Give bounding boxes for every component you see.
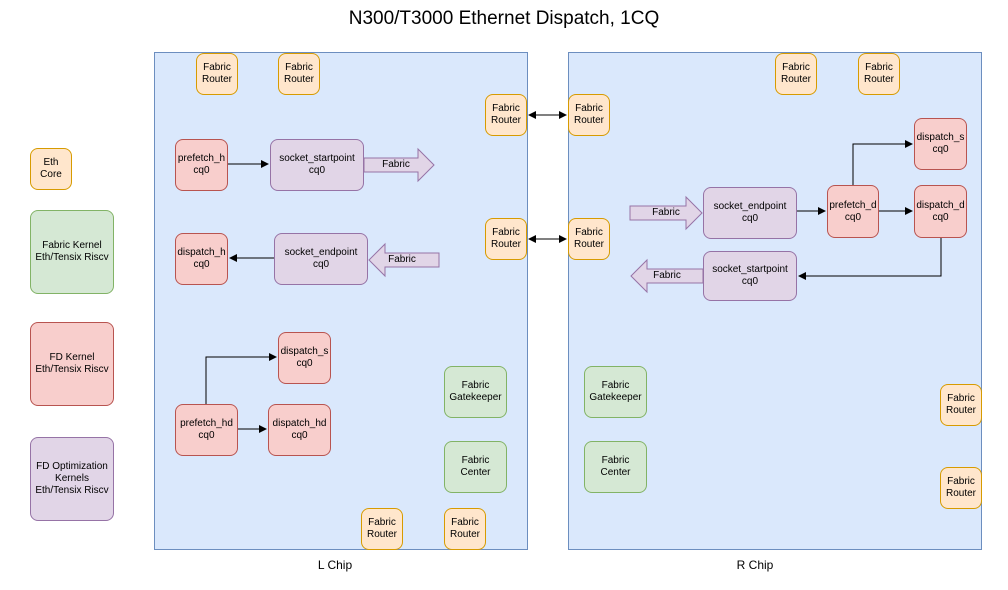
fabric-center-node: Fabric Center xyxy=(584,441,647,493)
legend-fabric-kernel: Fabric Kernel Eth/Tensix Riscv xyxy=(30,210,114,294)
fabric-router: Fabric Router xyxy=(775,53,817,95)
fabric-arrow-label: Fabric xyxy=(653,270,681,281)
fabric-router: Fabric Router xyxy=(568,94,610,136)
fabric-router: Fabric Router xyxy=(485,218,527,260)
fabric-router: Fabric Router xyxy=(940,467,982,509)
fabric-gatekeeper-node: Fabric Gatekeeper xyxy=(584,366,647,418)
fabric-router: Fabric Router xyxy=(196,53,238,95)
fabric-arrow-right-out xyxy=(630,258,704,294)
fabric-router: Fabric Router xyxy=(444,508,486,550)
fabric-arrow-right-in xyxy=(629,195,703,231)
socket-startpoint-node: socket_startpoint cq0 xyxy=(270,139,364,191)
legend-eth-core: Eth Core xyxy=(30,148,72,190)
fabric-router: Fabric Router xyxy=(858,53,900,95)
legend-fd-optimization-kernels: FD Optimization Kernels Eth/Tensix Riscv xyxy=(30,437,114,521)
l-chip-label: L Chip xyxy=(317,558,353,572)
fabric-center-node: Fabric Center xyxy=(444,441,507,493)
socket-endpoint-node: socket_endpoint cq0 xyxy=(703,187,797,239)
legend-fd-kernel: FD Kernel Eth/Tensix Riscv xyxy=(30,322,114,406)
prefetch-h-node: prefetch_h cq0 xyxy=(175,139,228,191)
dispatch-h-node: dispatch_h cq0 xyxy=(175,233,228,285)
r-chip-label: R Chip xyxy=(736,558,774,572)
dispatch-s-node: dispatch_s cq0 xyxy=(914,118,967,170)
dispatch-s-node: dispatch_s cq0 xyxy=(278,332,331,384)
prefetch-d-node: prefetch_d cq0 xyxy=(827,185,879,238)
fabric-arrow-left-out xyxy=(363,147,435,183)
fabric-router: Fabric Router xyxy=(568,218,610,260)
socket-endpoint-node: socket_endpoint cq0 xyxy=(274,233,368,285)
socket-startpoint-node: socket_startpoint cq0 xyxy=(703,251,797,301)
prefetch-hd-node: prefetch_hd cq0 xyxy=(175,404,238,456)
fabric-arrow-label: Fabric xyxy=(652,207,680,218)
fabric-router: Fabric Router xyxy=(940,384,982,426)
dispatch-d-node: dispatch_d cq0 xyxy=(914,185,967,238)
arrow-prefetch-hd-to-dispatch-s xyxy=(205,353,277,404)
fabric-router: Fabric Router xyxy=(278,53,320,95)
fabric-router: Fabric Router xyxy=(485,94,527,136)
fabric-router: Fabric Router xyxy=(361,508,403,550)
arrow-dispatch-d-to-socket-startpoint xyxy=(798,238,942,280)
fabric-arrow-left-in xyxy=(368,242,440,278)
fabric-arrow-label: Fabric xyxy=(382,159,410,170)
diagram-title: N300/T3000 Ethernet Dispatch, 1CQ xyxy=(348,8,660,29)
arrow-prefetch-d-to-dispatch-s xyxy=(852,140,913,185)
dispatch-hd-node: dispatch_hd cq0 xyxy=(268,404,331,456)
fabric-gatekeeper-node: Fabric Gatekeeper xyxy=(444,366,507,418)
fabric-arrow-label: Fabric xyxy=(388,254,416,265)
